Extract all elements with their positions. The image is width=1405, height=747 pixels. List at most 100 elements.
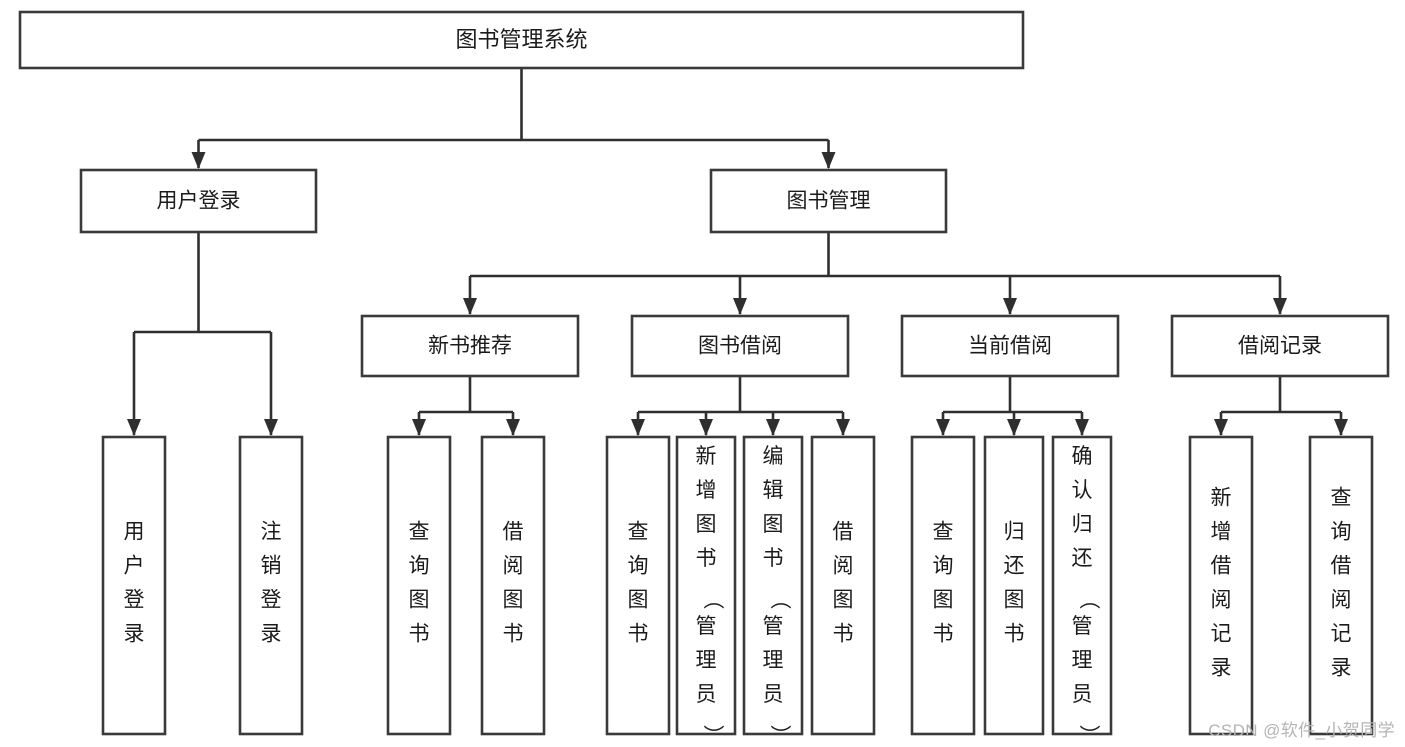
leaf-label-char: 借 <box>1211 555 1232 578</box>
leaf-label-char: 记 <box>1331 623 1352 646</box>
leaf-label-char: 增 <box>1211 521 1232 544</box>
leaf-label-char: 阅 <box>1211 589 1232 612</box>
leaf-label-char: 新 <box>696 445 717 468</box>
leaf-label-char: ） <box>768 725 791 746</box>
leaf-label-char: 书 <box>409 623 430 646</box>
leaf-label-char: 书 <box>503 623 524 646</box>
leaf-label-char: 图 <box>1004 589 1025 612</box>
arrow-head-icon <box>506 419 520 436</box>
arrow-head-icon <box>699 419 713 436</box>
leaf-rect <box>810 435 876 736</box>
leaf-label-char: 阅 <box>1331 589 1352 612</box>
leaf-label-char: 还 <box>1072 547 1093 570</box>
leaf-label-char: 借 <box>1331 555 1352 578</box>
node-rect <box>18 10 1025 70</box>
leaf-label-char: 理 <box>763 649 784 672</box>
leaf-label-char: ） <box>1077 725 1100 746</box>
node-rect <box>360 314 580 378</box>
leaf-label-char: 阅 <box>503 555 524 578</box>
root-node[interactable]: 图书管理系统 <box>18 10 1025 70</box>
leaf-label-char: （ <box>701 589 724 610</box>
node-rect <box>709 168 948 234</box>
leaf-label-char: 归 <box>1072 513 1093 536</box>
node-label: 图书借阅 <box>698 335 782 358</box>
leaf-rect <box>238 435 304 736</box>
leaf-label-char: 员 <box>1072 683 1093 706</box>
leaf-label-char: 查 <box>628 521 649 544</box>
leaf-label-char: 销 <box>261 555 282 578</box>
leaf-label-char: 理 <box>696 649 717 672</box>
leaf-label-char: 询 <box>933 555 954 578</box>
leaf-label-char: 书 <box>696 547 717 570</box>
leaf-node[interactable]: 用户登录 <box>101 435 167 736</box>
leaf-label-char: 借 <box>833 521 854 544</box>
leaf-label-char: 借 <box>503 521 524 544</box>
leaf-label-char: 询 <box>628 555 649 578</box>
arrow-head-icon <box>1003 298 1017 315</box>
leaf-label-char: 记 <box>1211 623 1232 646</box>
leaf-label-char: 员 <box>696 683 717 706</box>
leaf-label-char: 询 <box>409 555 430 578</box>
leaf-label-char: （ <box>1077 589 1100 610</box>
leaf-label-char: 录 <box>261 623 282 646</box>
level2-node[interactable]: 图书管理 <box>709 168 948 234</box>
leaf-rect <box>1051 435 1113 736</box>
leaf-label-char: 询 <box>1331 521 1352 544</box>
leaf-label-char: 用 <box>124 521 145 544</box>
node-label: 用户登录 <box>157 190 241 213</box>
arrow-head-icon <box>463 298 477 315</box>
level3-node[interactable]: 新书推荐 <box>360 314 580 378</box>
leaf-label-char: 查 <box>1331 487 1352 510</box>
leaf-label-char: 图 <box>696 513 717 536</box>
leaf-label-char: 录 <box>1211 657 1232 680</box>
arrow-head-icon <box>1007 419 1021 436</box>
connector-layer <box>127 68 1348 436</box>
arrow-head-icon <box>412 419 426 436</box>
level3-node[interactable]: 图书借阅 <box>630 314 850 378</box>
leaf-label-char: 图 <box>503 589 524 612</box>
leaf-rect <box>983 435 1045 736</box>
leaf-rect <box>742 435 804 736</box>
leaf-rect <box>1308 435 1374 736</box>
arrow-head-icon <box>1214 419 1228 436</box>
leaf-label-char: 书 <box>763 547 784 570</box>
leaf-label-char: （ <box>768 589 791 610</box>
leaf-label-char: 管 <box>763 615 784 638</box>
level3-node[interactable]: 借阅记录 <box>1170 314 1390 378</box>
node-label: 当前借阅 <box>968 335 1052 358</box>
leaf-label-char: 管 <box>696 615 717 638</box>
leaf-label-char: 认 <box>1072 479 1093 502</box>
leaf-rect <box>101 435 167 736</box>
leaf-label-char: 书 <box>1004 623 1025 646</box>
node-rect <box>900 314 1120 378</box>
leaf-label-char: 确 <box>1072 445 1093 468</box>
leaf-label-char: 理 <box>1072 649 1093 672</box>
level3-node[interactable]: 当前借阅 <box>900 314 1120 378</box>
leaf-label-char: 登 <box>261 589 282 612</box>
node-label: 新书推荐 <box>428 335 512 358</box>
leaf-label-char: 编 <box>763 445 784 468</box>
leaf-label-char: 图 <box>933 589 954 612</box>
node-label: 借阅记录 <box>1238 335 1322 358</box>
level2-node[interactable]: 用户登录 <box>79 168 318 234</box>
leaf-label-char: 书 <box>933 623 954 646</box>
leaf-label-char: 归 <box>1004 521 1025 544</box>
arrow-head-icon <box>821 152 836 169</box>
leaf-label-char: 图 <box>763 513 784 536</box>
leaf-label-char: ） <box>701 725 724 746</box>
arrow-head-icon <box>1075 419 1089 436</box>
